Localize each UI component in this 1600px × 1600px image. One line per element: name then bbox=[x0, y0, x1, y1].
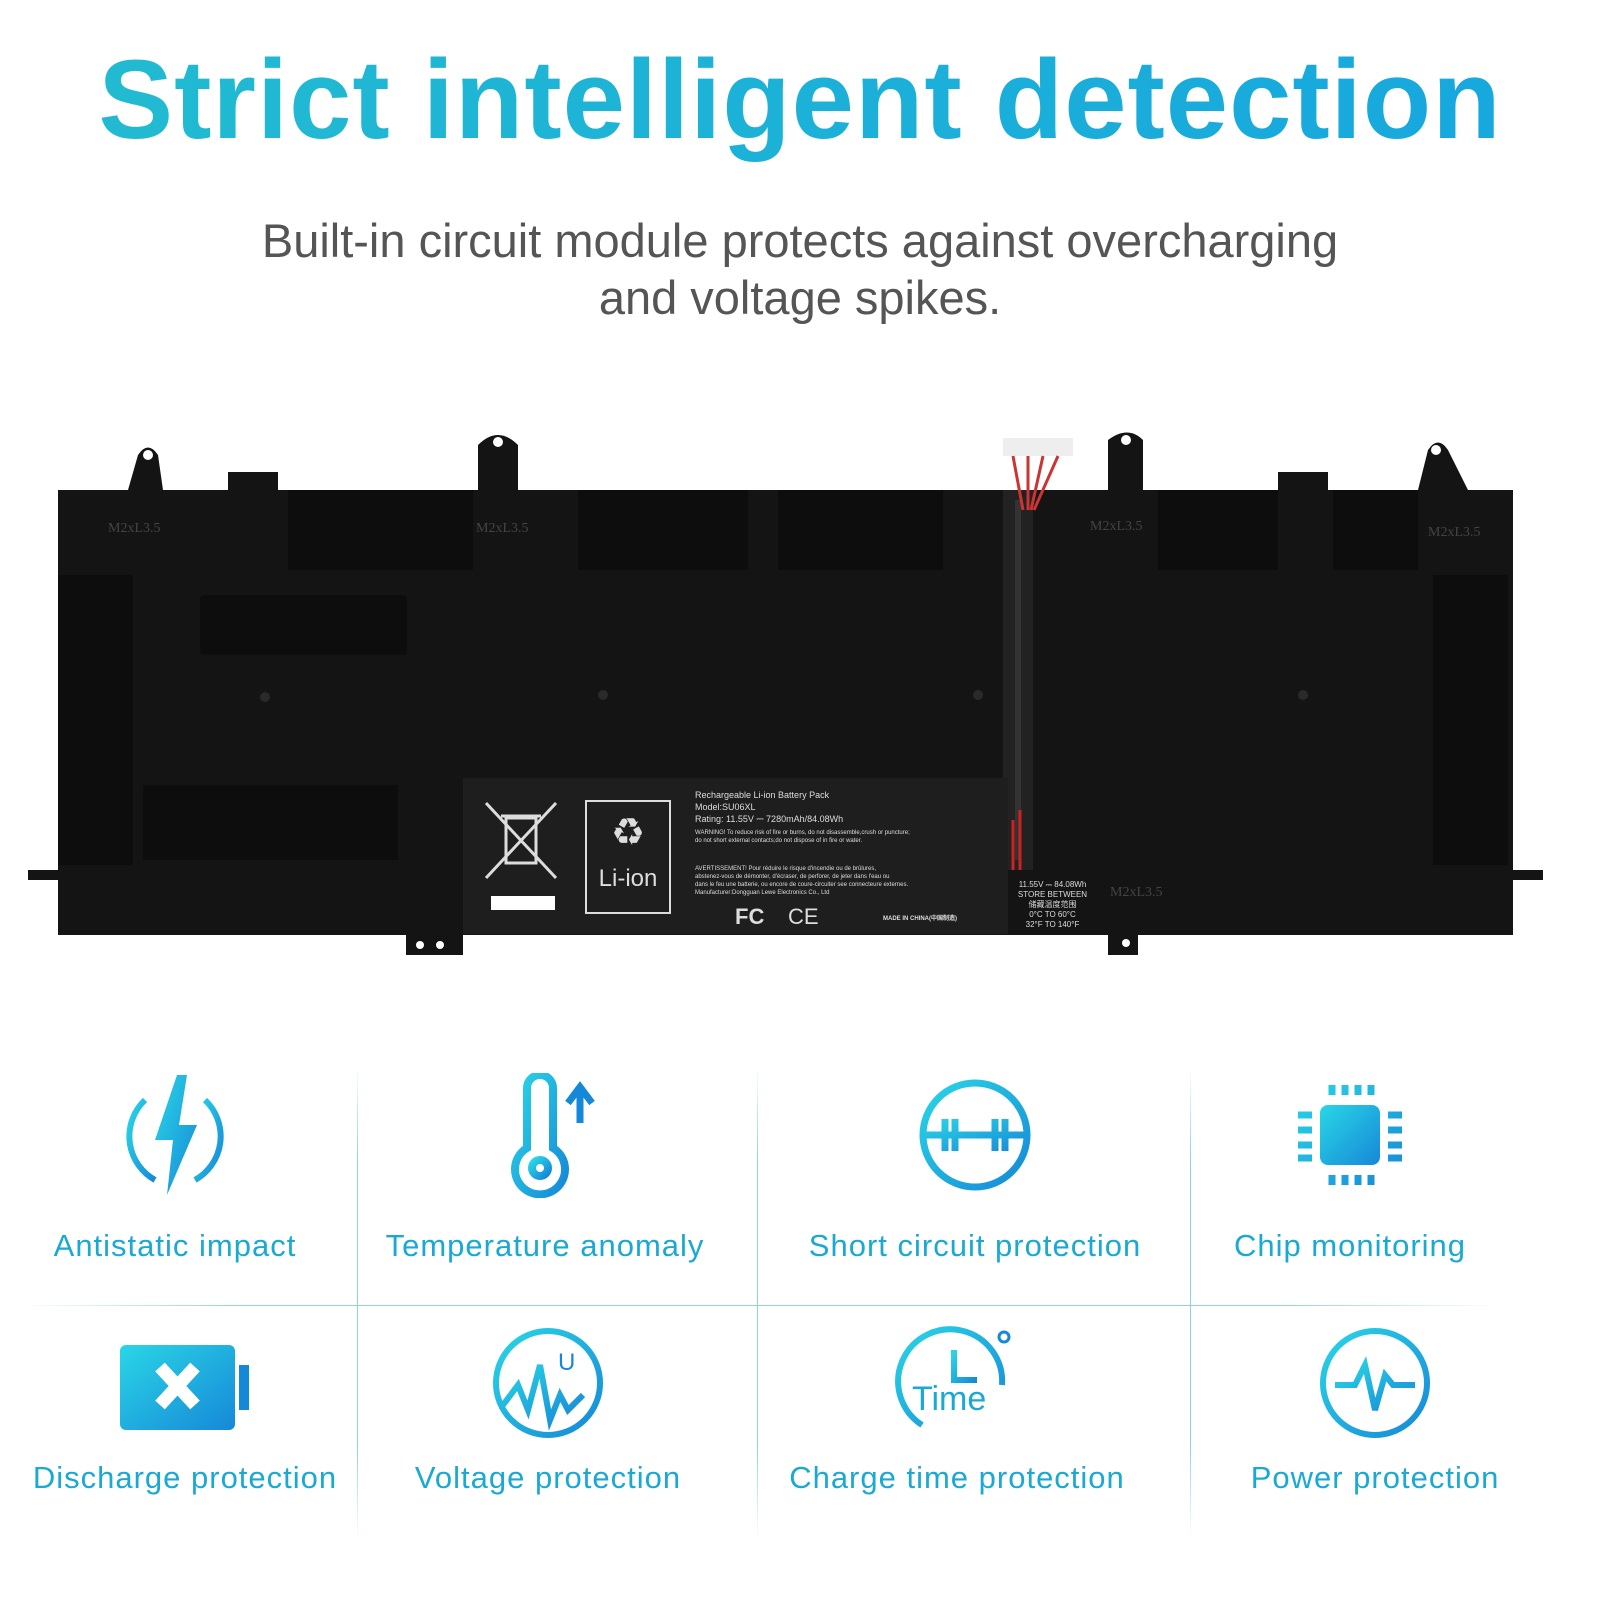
battery-x-icon bbox=[120, 1345, 249, 1430]
store-line: STORE BETWEEN bbox=[1017, 890, 1088, 899]
divider bbox=[757, 1065, 758, 1540]
screw-mark: M2xL3.5 bbox=[1090, 519, 1143, 534]
li-ion-recycle-box: ♻ Li-ion bbox=[585, 800, 671, 914]
label-model: Model:SU06XL bbox=[695, 802, 756, 812]
screw-mark: M2xL3.5 bbox=[1428, 525, 1481, 540]
subtitle-line: and voltage spikes. bbox=[598, 271, 1002, 324]
ce-mark: CE bbox=[788, 904, 819, 929]
divider bbox=[357, 1065, 358, 1540]
label-avert: AVERTISSEMENT! Pour réduire le risque d'… bbox=[695, 866, 877, 872]
subtitle: Built-in circuit module protects against… bbox=[0, 212, 1600, 326]
feature-label: Voltage protection bbox=[414, 1460, 682, 1495]
store-line: 0°C TO 60°C bbox=[1029, 910, 1076, 919]
li-ion-text: Li-ion bbox=[598, 865, 658, 892]
store-line: 11.55V ⎓ 84.08Wh bbox=[1018, 880, 1087, 889]
screw-mark: M2xL3.5 bbox=[108, 521, 161, 536]
label-rating: Rating: 11.55V ⎓ 7280mAh/84.08Wh bbox=[695, 814, 844, 824]
label-warning: WARNING! To reduce risk of fire or burns… bbox=[695, 830, 910, 836]
screw-mark: M2xL3.5 bbox=[1110, 885, 1163, 900]
store-line: 储藏温度范围 bbox=[1028, 900, 1077, 909]
made-in: MADE IN CHINA(中国制造) bbox=[883, 916, 957, 922]
battery-label: ♻ Li-ion Rechargeable Li-ion Battery Pac… bbox=[463, 778, 1008, 934]
screw-mark: M2xL3.5 bbox=[476, 521, 529, 536]
heartbeat-icon bbox=[1320, 1328, 1430, 1438]
fc-mark: FC bbox=[735, 904, 765, 929]
label-bar bbox=[491, 896, 555, 910]
feature-label: Charge time protection bbox=[789, 1460, 1125, 1495]
feature-label: Temperature anomaly bbox=[385, 1228, 705, 1263]
voltage-icon: U bbox=[493, 1328, 603, 1438]
svg-text:U: U bbox=[558, 1349, 575, 1376]
label-manufacturer: Manufacturer:Dongguan Lewe Electronics C… bbox=[695, 890, 830, 896]
short-circuit-icon bbox=[919, 1079, 1031, 1191]
subtitle-line: Built-in circuit module protects against… bbox=[261, 214, 1339, 267]
chip-icon bbox=[1298, 1085, 1402, 1185]
store-line: 32°F TO 140°F bbox=[1025, 920, 1080, 929]
recycle-icon: ♻ bbox=[610, 812, 646, 854]
no-trash-bin-icon bbox=[484, 801, 558, 880]
thermometer-icon bbox=[511, 1073, 595, 1198]
divider bbox=[1190, 1065, 1191, 1540]
feature-label: Discharge protection bbox=[32, 1460, 338, 1495]
feature-antistatic: Antistatic impact bbox=[0, 1065, 375, 1305]
label-avert: dans le feu une batterie, ou encore de c… bbox=[695, 882, 909, 888]
feature-label: Short circuit protection bbox=[808, 1228, 1142, 1263]
feature-label: Chip monitoring bbox=[1233, 1228, 1467, 1263]
feature-label: Power protection bbox=[1250, 1460, 1500, 1495]
clock-icon: Time bbox=[895, 1326, 1011, 1428]
battery-image: M2xL3.5 M2xL3.5 M2xL3.5 M2xL3.5 M2xL3.5 bbox=[28, 432, 1543, 955]
storage-info: 11.55V ⎓ 84.08Wh STORE BETWEEN 储藏温度范围 0°… bbox=[1010, 880, 1095, 930]
feature-label: Antistatic impact bbox=[53, 1228, 297, 1263]
label-warning: do not short external contacts;do not di… bbox=[695, 838, 863, 844]
time-text: Time bbox=[912, 1380, 986, 1418]
label-line: Rechargeable Li-ion Battery Pack bbox=[695, 790, 830, 800]
page-title: Strict intelligent detection bbox=[0, 35, 1600, 164]
label-avert: abstenez-vous de démonter, d'écraser, de… bbox=[695, 874, 890, 880]
lightning-icon bbox=[126, 1075, 224, 1195]
divider bbox=[20, 1305, 1500, 1306]
